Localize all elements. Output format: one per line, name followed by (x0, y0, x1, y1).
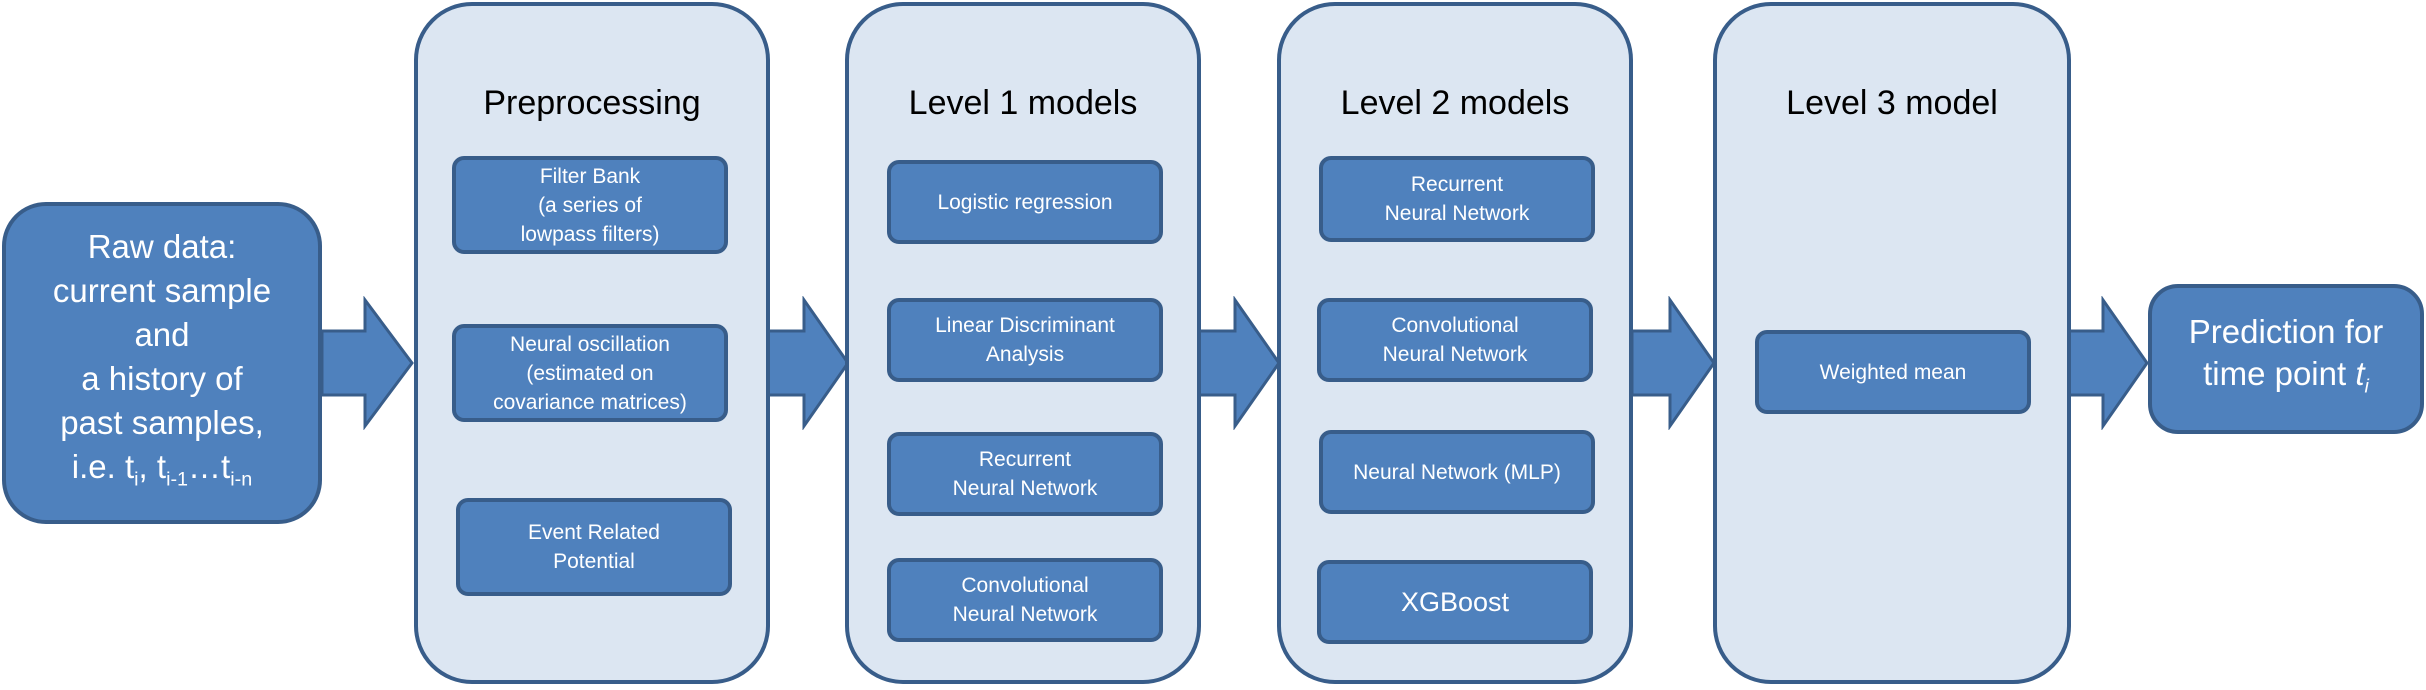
logistic-regression-box: Logistic regression (887, 160, 1163, 244)
neural-oscillation-box: Neural oscillation (estimated on covaria… (452, 324, 728, 422)
erp-line-2: Potential (553, 550, 635, 573)
lda-line-1: Linear Discriminant (935, 314, 1115, 337)
level3-title: Level 3 model (1786, 84, 1998, 122)
prediction-line-1: Prediction for (2188, 312, 2384, 350)
level2-title: Level 2 models (1340, 84, 1570, 122)
raw-data-line-3: and (134, 315, 190, 353)
level2-cnn-box: Convolutional Neural Network (1317, 298, 1593, 382)
neural-oscillation-line-1: Neural oscillation (510, 332, 670, 356)
level2-panel: Level 2 models Recurrent Neural Network … (1277, 2, 1633, 684)
arrow-preprocessing-to-level1 (766, 296, 850, 430)
weighted-mean-label: Weighted mean (1819, 360, 1967, 384)
level3-panel: Level 3 model Weighted mean (1713, 2, 2071, 684)
level1-title: Level 1 models (908, 84, 1138, 122)
mlp-label: Neural Network (MLP) (1353, 460, 1561, 484)
level1-rnn-line-2: Neural Network (952, 477, 1098, 500)
level2-rnn-line-2: Neural Network (1384, 202, 1530, 225)
raw-data-line-5: past samples, (60, 403, 264, 441)
level1-cnn-line-2: Neural Network (952, 603, 1098, 626)
prediction-line-2: time point ti (2203, 354, 2369, 398)
lda-line-2: Analysis (985, 343, 1065, 366)
level1-cnn-line-1: Convolutional (961, 574, 1089, 597)
event-related-potential-box: Event Related Potential (456, 498, 732, 596)
prediction-box: Prediction for time point ti (2148, 284, 2424, 434)
level1-rnn-box: Recurrent Neural Network (887, 432, 1163, 516)
level1-panel: Level 1 models Logistic regression Linea… (845, 2, 1201, 684)
prediction-text: Prediction for time point ti (2189, 311, 2383, 408)
arrow-level3-to-prediction (2065, 296, 2149, 430)
raw-data-box: Raw data: current sample and a history o… (2, 202, 322, 524)
filter-bank-line-1: Filter Bank (539, 164, 641, 188)
level2-cnn-line-1: Convolutional (1391, 314, 1519, 337)
arrow-level1-to-level2 (1197, 296, 1281, 430)
raw-data-text: Raw data: current sample and a history o… (53, 225, 271, 502)
filter-bank-line-2: (a series of (538, 193, 642, 217)
arrow-level2-to-level3 (1630, 296, 1716, 430)
lda-box: Linear Discriminant Analysis (887, 298, 1163, 382)
level2-cnn-line-2: Neural Network (1382, 343, 1528, 366)
level1-rnn-line-1: Recurrent (978, 448, 1072, 471)
level1-cnn-box: Convolutional Neural Network (887, 558, 1163, 642)
xgboost-box: XGBoost (1317, 560, 1593, 644)
raw-data-line-1: Raw data: (87, 227, 237, 265)
mlp-box: Neural Network (MLP) (1319, 430, 1595, 514)
neural-oscillation-line-3: covariance matrices) (493, 390, 687, 414)
raw-data-time-range: i.e. ti, ti-1…ti-n (71, 447, 253, 491)
erp-line-1: Event Related (528, 521, 660, 544)
level2-rnn-box: Recurrent Neural Network (1319, 156, 1595, 242)
filter-bank-line-3: lowpass filters) (520, 222, 660, 246)
raw-data-line-4: a history of (81, 359, 243, 397)
raw-data-line-2: current sample (52, 271, 272, 309)
arrow-raw-to-preprocessing (320, 296, 414, 430)
logistic-regression-label: Logistic regression (937, 190, 1113, 214)
xgboost-label: XGBoost (1400, 586, 1510, 617)
weighted-mean-box: Weighted mean (1755, 330, 2031, 414)
preprocessing-panel: Preprocessing Filter Bank (a series of l… (414, 2, 770, 684)
neural-oscillation-line-2: (estimated on (526, 361, 654, 385)
preprocessing-title: Preprocessing (483, 84, 701, 122)
level2-rnn-line-1: Recurrent (1410, 173, 1504, 196)
filter-bank-box: Filter Bank (a series of lowpass filters… (452, 156, 728, 254)
